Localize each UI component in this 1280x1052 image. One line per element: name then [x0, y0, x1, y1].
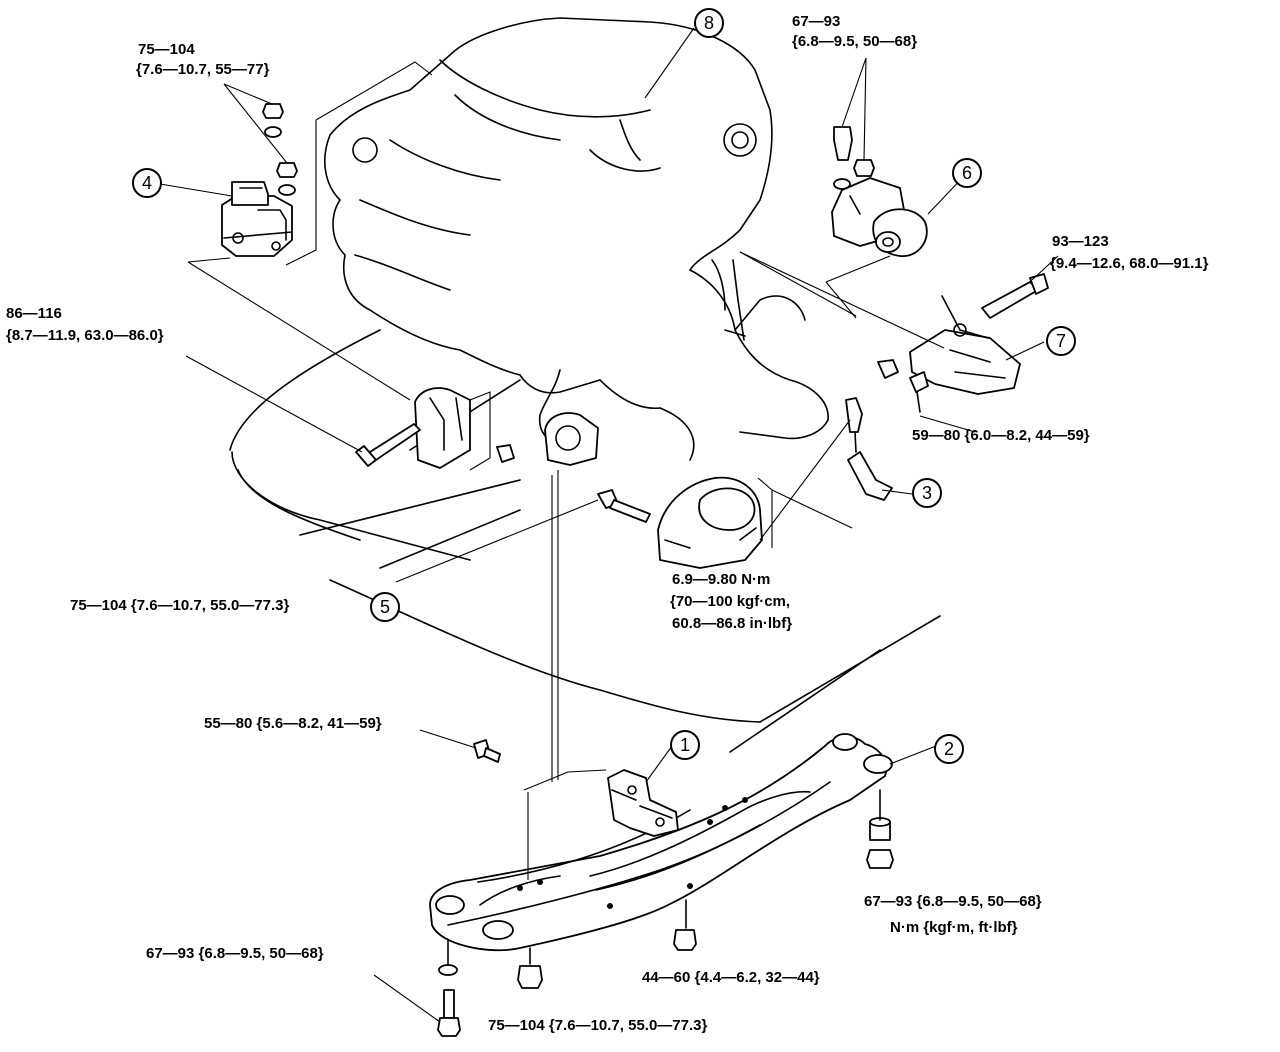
torque-mount4-line1: 75—104	[138, 41, 195, 58]
center-nut	[673, 899, 697, 951]
torque-mount6-line1: 67—93	[792, 13, 841, 30]
torque-small-nut-line2: {70—100 kgf·cm,	[670, 593, 791, 610]
engine-mount-7	[739, 251, 1049, 413]
torque-center-nut: 44—60 {4.4—6.2, 32—44}	[642, 969, 820, 986]
right-crossmember-nut	[866, 789, 894, 869]
callout-8: 8	[694, 8, 724, 38]
engine-mount-4	[187, 61, 433, 401]
torque-mount6-line2: {6.8—9.5, 50—68}	[792, 33, 918, 50]
crossmember-fasteners	[437, 470, 894, 1037]
torque-bolt7-line1: 93—123	[1052, 233, 1109, 250]
torque-bolt5: 75—104 {7.6—10.7, 55.0—77.3}	[70, 597, 290, 614]
engine-assembly	[324, 17, 829, 466]
torque-crossmember-bolt: 55—80 {5.6—8.2, 41—59}	[204, 715, 382, 732]
mount-7-long-bolt	[981, 273, 1049, 319]
callout-3: 3	[912, 478, 942, 508]
left-bottom-bolt	[437, 939, 461, 1037]
torque-unit-note: N·m {kgf·m, ft·lbf}	[890, 919, 1018, 936]
crossmember-bolt-55-80	[473, 739, 501, 763]
body-outline	[229, 329, 941, 753]
mount-4-nut-lower	[276, 162, 298, 196]
torque-mount4-line2: {7.6—10.7, 55—77}	[136, 61, 270, 78]
callout-2: 2	[934, 734, 964, 764]
torque-bolt7-line2: {9.4—12.6, 68.0—91.1}	[1050, 255, 1209, 272]
bracket-3	[845, 397, 893, 501]
mount-5-bolt	[597, 489, 651, 523]
torque-left-bolt-line1: 86—116	[6, 305, 62, 322]
torque-left-bottom-bolt: 67—93 {6.8—9.5, 50—68}	[146, 945, 324, 962]
callout-4: 4	[132, 168, 162, 198]
torque-left-bolt-line2: {8.7—11.9, 63.0—86.0}	[6, 327, 164, 344]
callout-7: 7	[1046, 326, 1076, 356]
engine-mount-6	[825, 126, 928, 319]
left-long-bolt	[355, 423, 421, 467]
torque-mount7-bottom: 59—80 {6.0—8.2, 44—59}	[912, 427, 1090, 444]
callout-5: 5	[370, 592, 400, 622]
left-mount-bracket	[355, 387, 515, 471]
crossmember-2	[429, 733, 893, 952]
torque-small-nut-line3: 60.8—86.8 in·lbf}	[672, 615, 793, 632]
bracket-1	[523, 769, 679, 880]
torque-right-nut: 67—93 {6.8—9.5, 50—68}	[864, 893, 1042, 910]
torque-small-nut-line1: 6.9—9.80 N·m	[672, 571, 771, 588]
callout-6: 6	[952, 158, 982, 188]
torque-bottom-nut: 75—104 {7.6—10.7, 55.0—77.3}	[488, 1017, 708, 1034]
mount-4-nut-upper	[262, 103, 284, 138]
leader-lines	[159, 27, 1059, 1023]
engine-mount-5	[597, 476, 853, 569]
bottom-nut	[517, 947, 543, 989]
callout-1: 1	[670, 730, 700, 760]
